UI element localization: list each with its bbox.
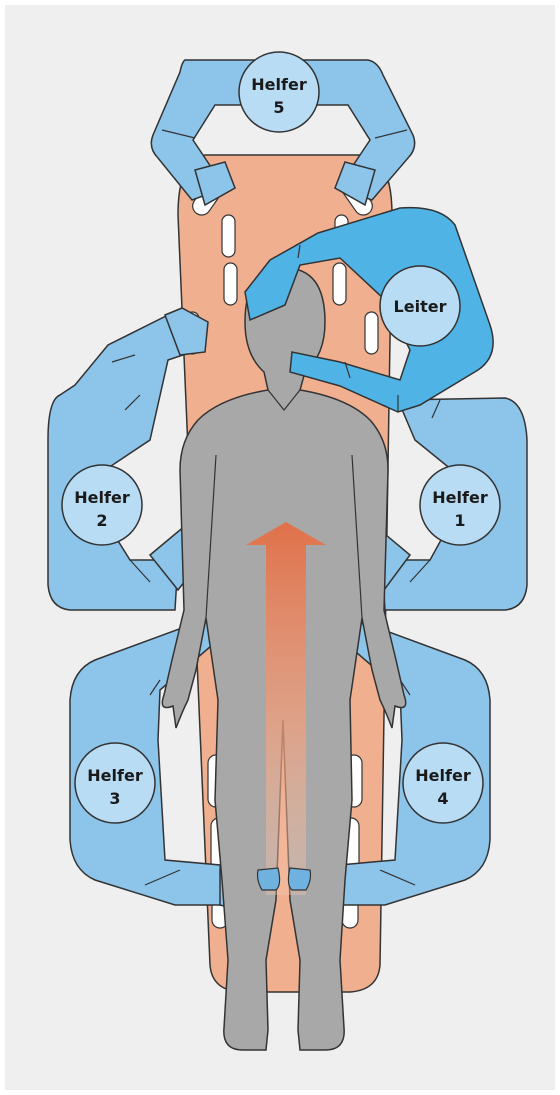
helper-2-label-line2: 2 (96, 511, 107, 530)
helper-1-badge: Helfer 1 (420, 465, 500, 545)
helper-4-label-line1: Helfer (415, 766, 471, 785)
helper-1-label-line1: Helfer (432, 488, 488, 507)
helper-2-badge: Helfer 2 (62, 465, 142, 545)
leader-label: Leiter (394, 297, 447, 316)
helper-2-label-line1: Helfer (74, 488, 130, 507)
helper-3-label-line1: Helfer (87, 766, 143, 785)
leader-badge: Leiter (380, 266, 460, 346)
helper-3-badge: Helfer 3 (75, 743, 155, 823)
helper-4-label-line2: 4 (437, 789, 448, 808)
helper-4-badge: Helfer 4 (403, 743, 483, 823)
helper-1-label-line2: 1 (454, 511, 465, 530)
helper-5-badge: Helfer 5 (239, 52, 319, 132)
helper-3-label-line2: 3 (109, 789, 120, 808)
helper-5-label-line1: Helfer (251, 75, 307, 94)
helper-5-label-line2: 5 (273, 98, 284, 117)
